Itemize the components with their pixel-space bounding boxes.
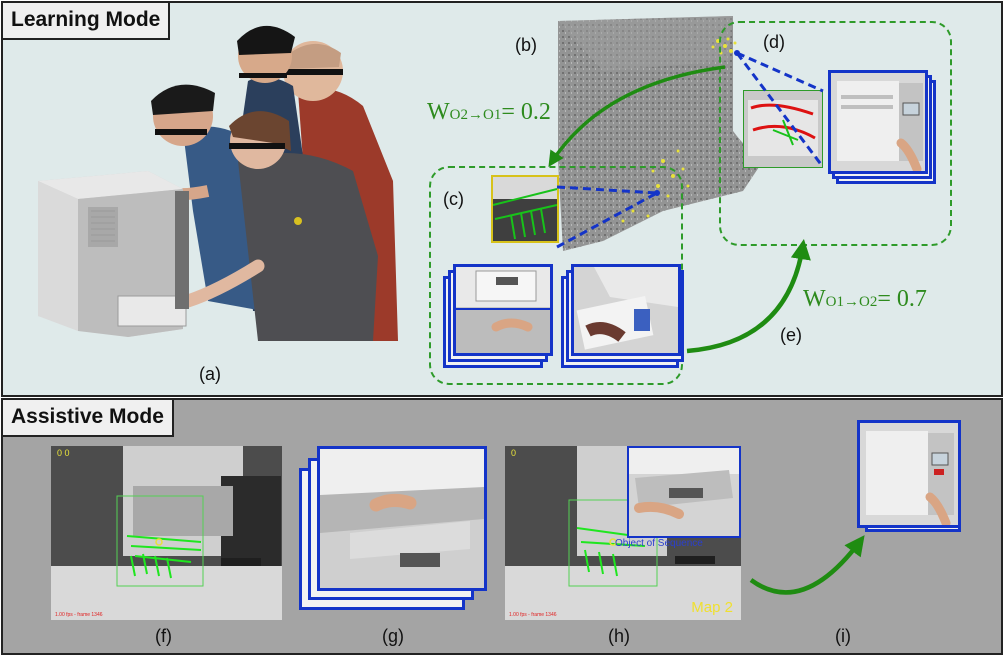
weight-o1-to-o2: WO1→O2= 0.7 <box>803 286 927 315</box>
label-d: (d) <box>763 32 785 52</box>
frame-f-counter: 0 0 <box>57 448 70 458</box>
weight-o2-o1-subscript: O2→O1 <box>449 107 502 123</box>
predicted-frame-i <box>857 420 961 528</box>
tracking-frame-h: Object of Sequence 0 1.00 fps - frame 13… <box>505 446 741 620</box>
weight-o1-o2-subscript: O1→O2 <box>825 294 878 310</box>
people-at-printer-photo <box>38 25 398 342</box>
zoom-lines-d <box>734 50 825 168</box>
printer-frame-d <box>828 70 928 174</box>
keypoint-thumbnail-d <box>743 90 823 168</box>
frame-h-counter: 0 <box>511 448 517 458</box>
arrow-o2-to-o1 <box>548 65 726 167</box>
tracking-frame-f: 0 0 1.00 fps - frame 1346 <box>51 446 282 620</box>
label-i: (i) <box>835 626 851 646</box>
learning-mode-panel: Learning Mode <box>1 1 1003 397</box>
frame-h-overlay-text: Object of Sequence <box>615 538 703 549</box>
assistive-mode-title: Assistive Mode <box>1 398 174 437</box>
point-cloud-map <box>558 16 763 251</box>
label-c: (c) <box>443 189 464 209</box>
frame-h-inset <box>627 446 741 538</box>
arrow-o1-to-o2 <box>686 238 811 354</box>
transition-arrows <box>548 65 811 354</box>
label-g: (g) <box>382 626 404 646</box>
frame-g <box>317 446 487 591</box>
frame-h-map-label: Map 2 <box>691 599 733 616</box>
frame-h-footer: 1.00 fps - frame 1346 <box>509 612 557 618</box>
learning-mode-title: Learning Mode <box>1 1 171 40</box>
label-f: (f) <box>155 626 172 646</box>
prediction-arrow <box>749 535 865 595</box>
weight-o1-o2-prefix: W <box>803 286 826 312</box>
zoom-lines-c <box>556 185 660 249</box>
weight-o2-o1-prefix: W <box>427 99 450 125</box>
keypoint-thumbnail-c <box>491 175 559 243</box>
frame-f-footer: 1.00 fps - frame 1346 <box>55 612 103 618</box>
assistive-mode-panel: Assistive Mode 0 0 1.00 fps - frame 1346… <box>1 398 1003 655</box>
object-region-d <box>719 21 952 246</box>
label-h: (h) <box>608 626 630 646</box>
frame-c2 <box>571 264 681 356</box>
weight-o2-to-o1: WO2→O1= 0.2 <box>427 99 551 128</box>
weight-o2-o1-value: = 0.2 <box>501 99 551 125</box>
label-e: (e) <box>780 325 802 345</box>
label-a: (a) <box>199 364 221 384</box>
frame-c1 <box>453 264 553 356</box>
label-b: (b) <box>515 35 537 55</box>
weight-o1-o2-value: = 0.7 <box>877 286 927 312</box>
